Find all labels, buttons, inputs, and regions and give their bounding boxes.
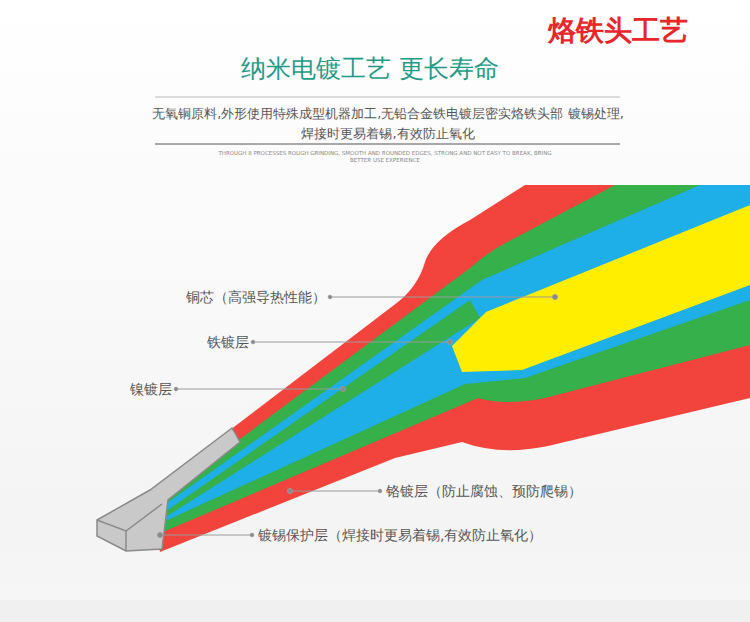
layer-label: 铬镀层（防止腐蚀、预防爬锡）	[386, 483, 582, 500]
chrome-layer	[150, 185, 750, 552]
description: 无氧铜原料,外形使用特殊成型机器加工,无铅合金铁电镀层密实烙铁头部 镀锡处理,焊…	[152, 104, 624, 143]
tin-tip-edge	[125, 531, 127, 551]
layer-label: 铜芯（高强导热性能）	[186, 289, 326, 306]
leader-lines	[158, 295, 558, 538]
stamp-label: 烙铁头工艺	[548, 14, 688, 48]
english-note: THROUGH 8 PROCESSES ROUGH GRINDING, SMOO…	[210, 150, 560, 165]
layer-label: 镍镀层	[130, 381, 172, 398]
title: 纳米电镀工艺 更长寿命	[0, 52, 740, 85]
layer-label: 镀锡保护层（焊接时更易着锡,有效防止氧化）	[258, 527, 542, 544]
iron-layer	[160, 185, 750, 522]
nickel-layer	[158, 185, 750, 532]
rule-line	[155, 97, 620, 98]
bottom-band	[0, 600, 750, 622]
tin-tip	[97, 428, 240, 551]
rule-line	[155, 144, 620, 145]
copper-core	[452, 205, 750, 372]
layer-label: 铁镀层	[207, 334, 249, 351]
tin-tip-edge	[97, 504, 162, 531]
